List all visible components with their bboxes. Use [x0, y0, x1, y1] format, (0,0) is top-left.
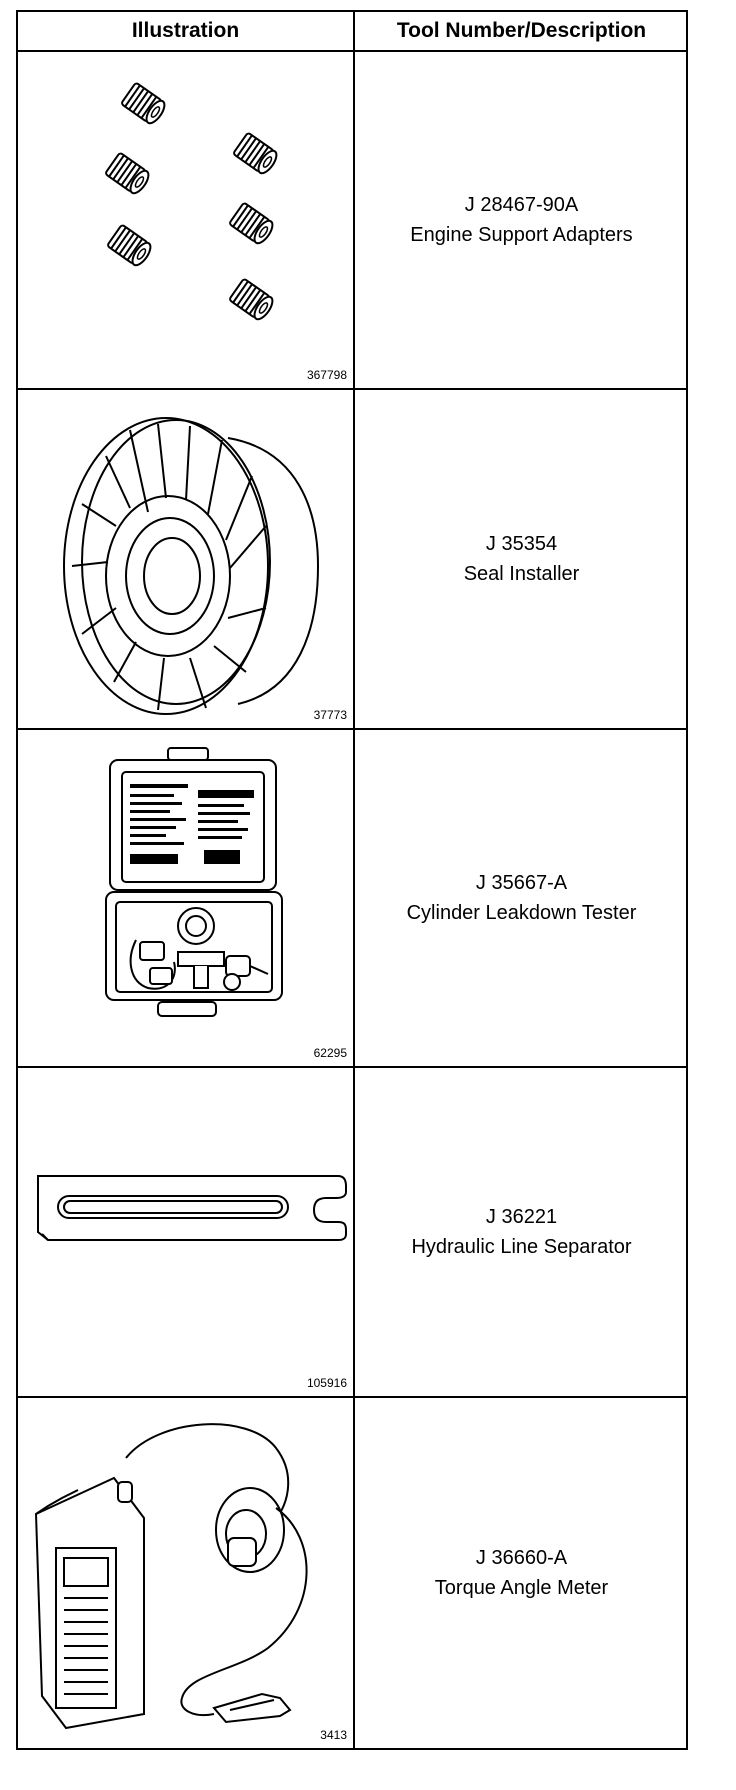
column-divider [353, 12, 355, 1748]
tool-description-cell: J 35354 Seal Installer [355, 390, 688, 728]
table-row: 62295 J 35667-A Cylinder Leakdown Tester [18, 730, 686, 1068]
header-illustration: Illustration [131, 19, 240, 42]
tool-description: Engine Support Adapters [410, 224, 633, 246]
table-row: 105916 J 36221 Hydraulic Line Separator [18, 1068, 686, 1398]
tool-number: J 36221 [485, 1206, 558, 1228]
leakdown-tester-case-icon [105, 747, 283, 1017]
seal-installer-icon [63, 417, 320, 715]
tool-description-cell: J 35667-A Cylinder Leakdown Tester [355, 730, 688, 1066]
adapter-sleeves-icon [103, 81, 281, 324]
tool-description-cell: J 28467-90A Engine Support Adapters [355, 52, 688, 388]
special-tools-table: Illustration Tool Number/Description [16, 10, 688, 1750]
table-row: 3413 J 36660-A Torque Angle Meter [18, 1398, 686, 1748]
figure-number: 367798 [306, 368, 347, 382]
table-row: 367798 J 28467-90A Engine Support Adapte… [18, 52, 686, 390]
table-header: Illustration Tool Number/Description [18, 12, 686, 52]
figure-number: 105916 [306, 1376, 347, 1390]
tool-description: Torque Angle Meter [434, 1577, 609, 1599]
tool-number: J 36660-A [475, 1547, 568, 1569]
tool-description-cell: J 36660-A Torque Angle Meter [355, 1398, 688, 1748]
table-row: 37773 J 35354 Seal Installer [18, 390, 686, 730]
tool-number: J 28467-90A [464, 194, 579, 216]
illustration-cell: 367798 [18, 52, 353, 388]
illustration-cell: 37773 [18, 390, 353, 728]
tool-description: Seal Installer [463, 563, 580, 585]
tool-number: J 35667-A [475, 872, 568, 894]
illustration-cell: 62295 [18, 730, 353, 1066]
figure-number: 62295 [313, 1046, 347, 1060]
tool-description-cell: J 36221 Hydraulic Line Separator [355, 1068, 688, 1396]
torque-angle-meter-icon [34, 1423, 308, 1730]
tool-description: Hydraulic Line Separator [411, 1236, 632, 1258]
illustration-cell: 3413 [18, 1398, 353, 1748]
tool-description: Cylinder Leakdown Tester [406, 902, 637, 924]
figure-number: 37773 [313, 708, 347, 722]
tool-number: J 35354 [485, 533, 558, 555]
illustration-cell: 105916 [18, 1068, 353, 1396]
figure-number: 3413 [320, 1728, 347, 1742]
header-tool-description: Tool Number/Description [396, 19, 647, 42]
line-separator-tool-icon [37, 1175, 347, 1241]
